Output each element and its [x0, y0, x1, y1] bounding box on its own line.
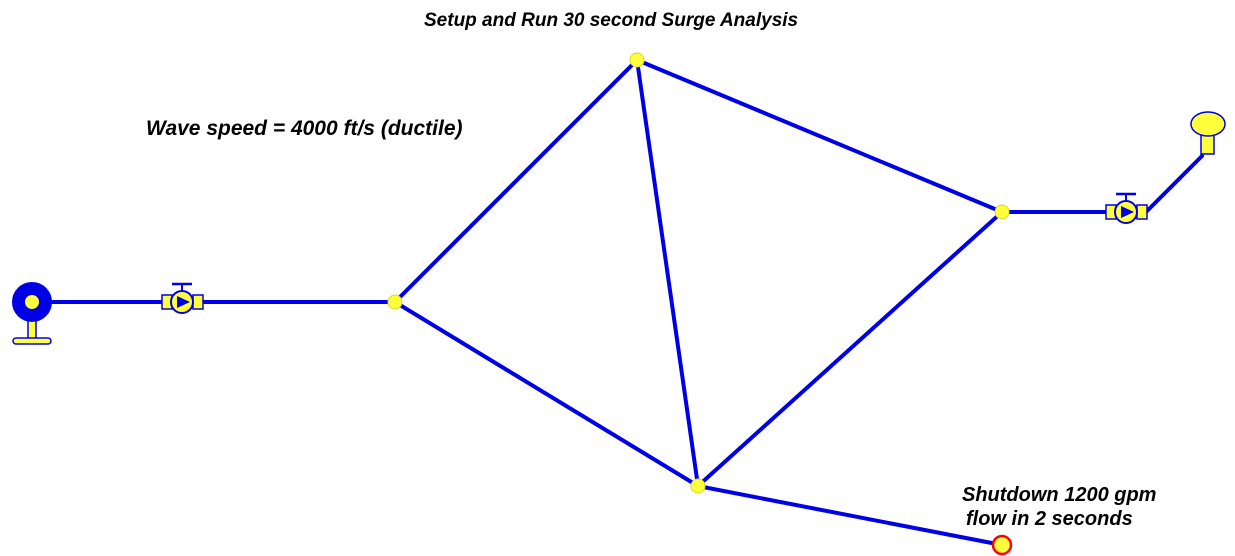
valve-junction-icon[interactable] — [991, 534, 1013, 556]
junction-icon[interactable] — [690, 478, 706, 494]
pipe-left-bottom[interactable] — [393, 300, 700, 488]
diagram-title: Setup and Run 30 second Surge Analysis — [424, 10, 799, 31]
surge-tank-icon[interactable] — [1190, 111, 1226, 155]
pipe-left-top[interactable] — [393, 58, 639, 304]
pipe-bottom-right[interactable] — [696, 210, 1004, 488]
pipe-bottom-valve[interactable] — [696, 484, 1004, 547]
pump-icon[interactable] — [161, 282, 204, 314]
pipe-pump-tank[interactable] — [1124, 154, 1204, 214]
pump-icon[interactable] — [1105, 192, 1148, 224]
shutdown-note-line1: Shutdown 1200 gpm — [962, 484, 1157, 506]
wave-speed-note: Wave speed = 4000 ft/s (ductile) — [146, 117, 463, 140]
junction-icon[interactable] — [387, 294, 403, 310]
shutdown-note-line2: flow in 2 seconds — [966, 508, 1133, 530]
pipe-top-right[interactable] — [635, 58, 1004, 214]
junction-icon[interactable] — [629, 52, 645, 68]
junction-icon[interactable] — [994, 204, 1010, 220]
reservoir-icon[interactable] — [12, 282, 52, 345]
pipe-top-bottom[interactable] — [635, 58, 700, 488]
